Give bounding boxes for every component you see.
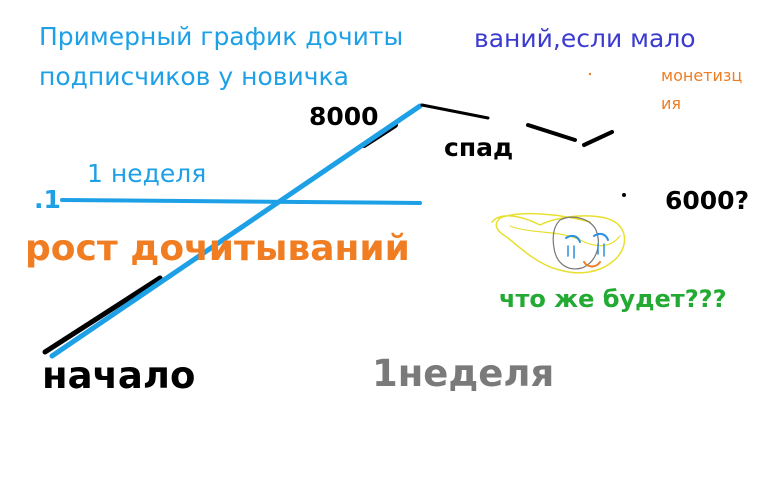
label-start: начало [42,354,196,397]
black-growth-segment [42,275,163,355]
blue-growth-line [49,103,423,359]
scribble-face-icon [491,212,626,274]
chart-title-line2: подписчиков у новичка [39,62,349,91]
label-future-value: 6000? [665,186,750,215]
chart-title-continued: ваний,если мало [474,24,696,53]
chart-title-line1: Примерный график дочиты [39,22,404,51]
label-what-next: что же будет??? [499,285,727,313]
label-monetization-1: монетизц [661,66,743,85]
label-week-top: 1 неделя [87,159,207,188]
blue-week-line [60,198,422,205]
label-week-bottom: 1неделя [372,352,555,395]
decline-line-2 [526,123,577,142]
orange-speck [588,72,592,76]
label-peak-value: 8000 [309,102,379,131]
label-monetization-2: ия [661,94,682,113]
label-one: .1 [34,185,61,214]
label-decline: спад [444,133,514,162]
decline-line-3 [582,130,614,147]
decline-dot [622,193,626,197]
label-growth: рост дочитываний [25,228,410,269]
decline-line-1 [420,103,490,120]
